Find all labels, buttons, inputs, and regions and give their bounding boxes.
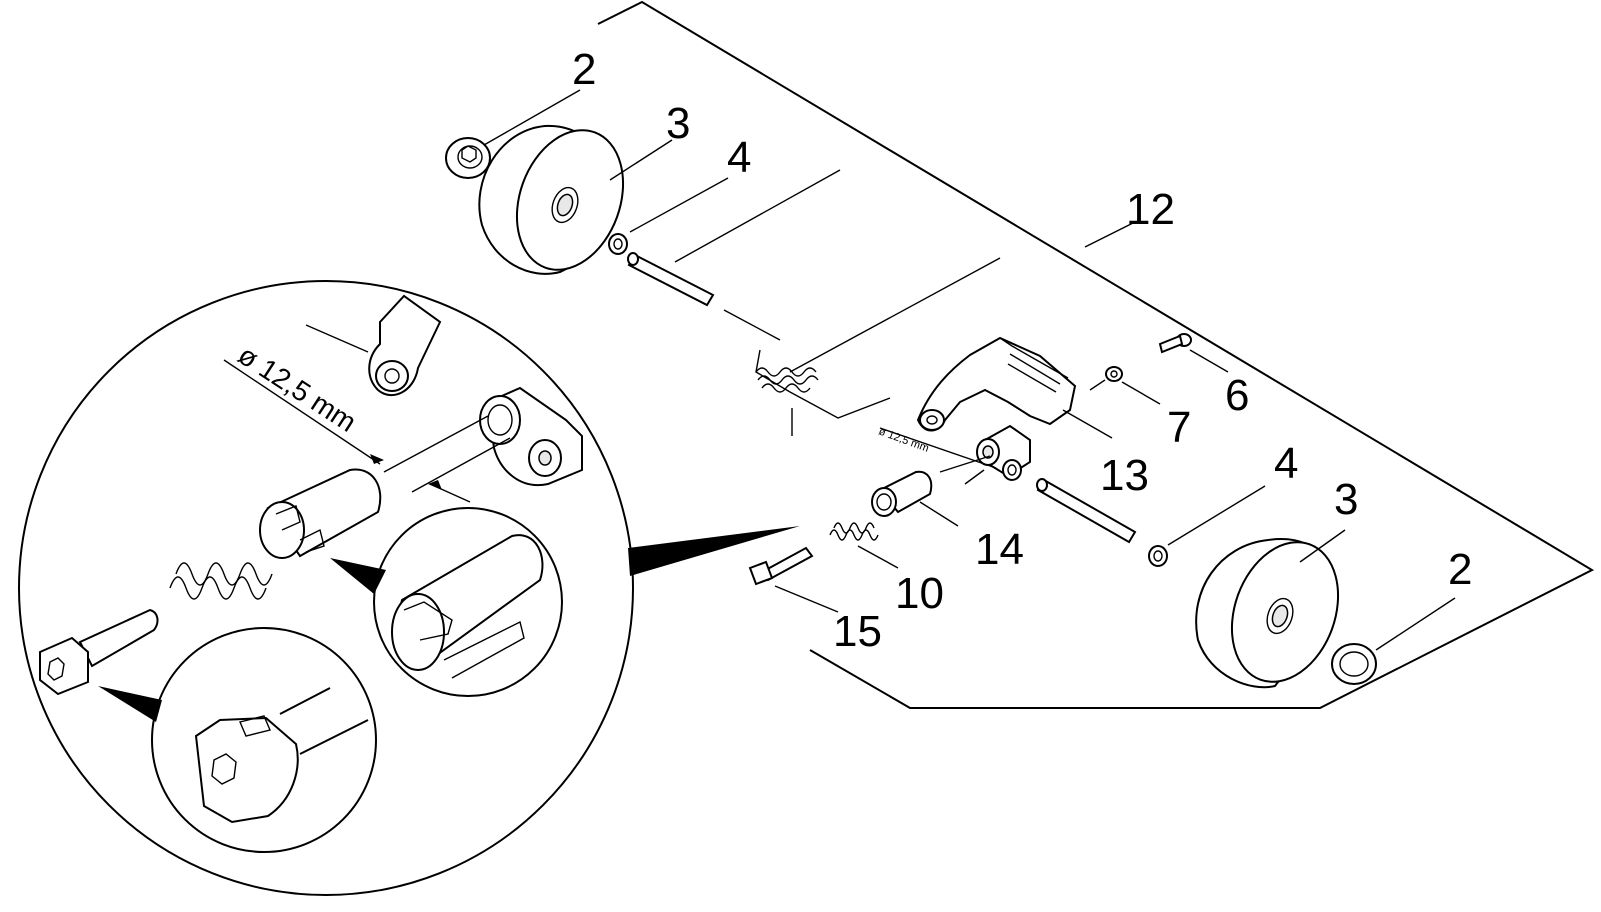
detail-circle	[18, 280, 634, 896]
screw-6	[1158, 333, 1192, 354]
guide-spring-bracket	[755, 257, 1001, 436]
leader-10	[857, 545, 899, 569]
detail-handle-body	[479, 386, 583, 487]
callout-7: 7	[1167, 403, 1191, 452]
detail-bushing	[259, 468, 382, 559]
callout-2-top: 2	[572, 45, 596, 94]
leader-2-right	[1375, 597, 1456, 651]
callout-14: 14	[975, 525, 1024, 574]
leader-4-right	[1167, 485, 1266, 546]
wheel-right	[1195, 538, 1340, 689]
callout-3-top: 3	[666, 99, 690, 148]
leader-4-top	[629, 177, 729, 233]
hubcap-right	[1331, 643, 1377, 685]
spring-upper	[755, 367, 819, 393]
detail-handle-arm	[368, 294, 442, 396]
leader-2-top	[483, 89, 581, 146]
callout-4-top: 4	[727, 133, 751, 182]
pin-15	[748, 546, 814, 586]
leader-3-top	[609, 139, 673, 181]
leader-6	[1189, 349, 1229, 373]
detail-dim-line-b	[383, 415, 489, 473]
callout-4-right: 4	[1274, 439, 1298, 488]
leader-13	[1062, 409, 1113, 439]
bushing-14	[871, 470, 933, 517]
spring-10	[829, 522, 879, 541]
axle-right	[1036, 478, 1137, 544]
detail-pin	[39, 608, 159, 696]
subdetail-bushing-circle	[373, 507, 563, 697]
main-dim-line-3	[964, 469, 985, 485]
axle-guide-top	[674, 169, 841, 263]
detail-dim-line-c	[411, 437, 511, 493]
washer-7	[1105, 366, 1123, 382]
leader-7	[1121, 381, 1161, 405]
detail-dim-line-a	[223, 359, 381, 465]
callout-10: 10	[895, 569, 944, 618]
callout-2-right: 2	[1448, 545, 1472, 594]
guide-7	[1089, 379, 1106, 391]
detail-dim-arrow-a	[370, 454, 384, 464]
main-dim-line	[879, 427, 997, 469]
detail-diameter-label: ø 12,5 mm	[233, 339, 362, 438]
axle-top	[627, 252, 715, 307]
wheel-top	[478, 124, 625, 275]
detail-pointer	[628, 526, 800, 576]
subdetail-bushing	[391, 534, 544, 679]
main-diameter-label: ø 12,5 mm	[877, 426, 931, 455]
detail-dim-arrow-b	[428, 480, 442, 490]
callout-6: 6	[1225, 371, 1249, 420]
detail-spring	[169, 562, 273, 600]
subdetail-pin	[194, 687, 369, 824]
washer-top	[608, 233, 628, 255]
main-dim-line-2	[939, 455, 991, 473]
leader-14	[919, 501, 959, 527]
callout-13: 13	[1100, 451, 1149, 500]
detail-arm-leader	[305, 324, 369, 353]
callout-15: 15	[833, 607, 882, 656]
subdetail-pin-circle	[151, 627, 377, 853]
axle-guide-mid	[723, 309, 781, 341]
assembly-boundary	[597, 0, 1595, 709]
washer-right	[1148, 545, 1168, 567]
callout-12: 12	[1126, 185, 1175, 234]
hubcap-top	[445, 137, 491, 179]
subdetail-pin-pointer	[98, 686, 162, 722]
callout-3-right: 3	[1334, 475, 1358, 524]
leader-12	[1084, 221, 1136, 248]
leader-15	[774, 585, 839, 613]
subdetail-bushing-pointer	[330, 558, 386, 594]
leader-3-right	[1299, 529, 1346, 563]
handle-lever	[916, 336, 1077, 481]
